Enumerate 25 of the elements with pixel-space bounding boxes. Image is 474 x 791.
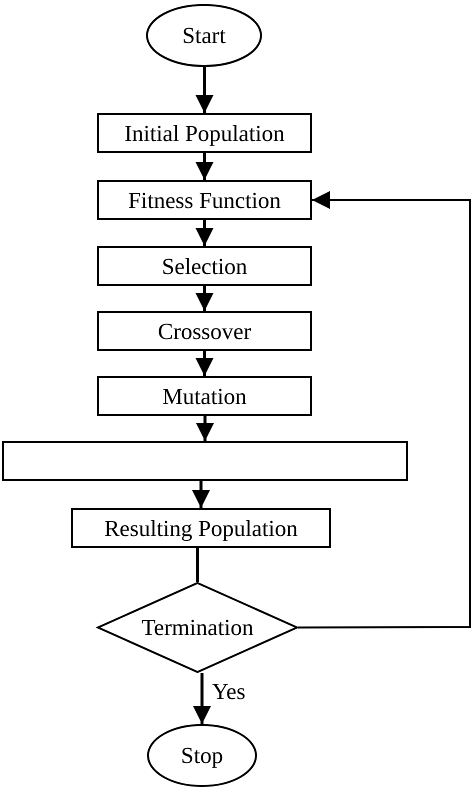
arrow (193, 673, 211, 724)
arrow (196, 220, 214, 246)
node-label: Resulting Population (104, 516, 298, 540)
node-label: Fitness Function (128, 188, 281, 212)
arrow (196, 286, 214, 311)
process-box (97, 113, 312, 153)
arrow (196, 416, 214, 441)
arrow (192, 481, 210, 508)
node-label: Start (182, 24, 226, 47)
process-box (97, 376, 312, 416)
node-label: Mutation (162, 384, 247, 408)
process-box (97, 311, 312, 351)
node-label: Selection (162, 254, 248, 278)
node-label: Initial Population (124, 122, 285, 144)
arrow (196, 153, 214, 180)
arrow (196, 67, 214, 113)
arrow (298, 191, 471, 628)
node-label: Stop (180, 744, 224, 767)
process-box (2, 441, 408, 481)
process-box (97, 180, 312, 220)
arrow (196, 351, 214, 376)
node-label: Crossover (158, 320, 252, 342)
node-label: Termination (141, 616, 254, 639)
process-box (97, 246, 312, 286)
process-box (71, 508, 331, 548)
